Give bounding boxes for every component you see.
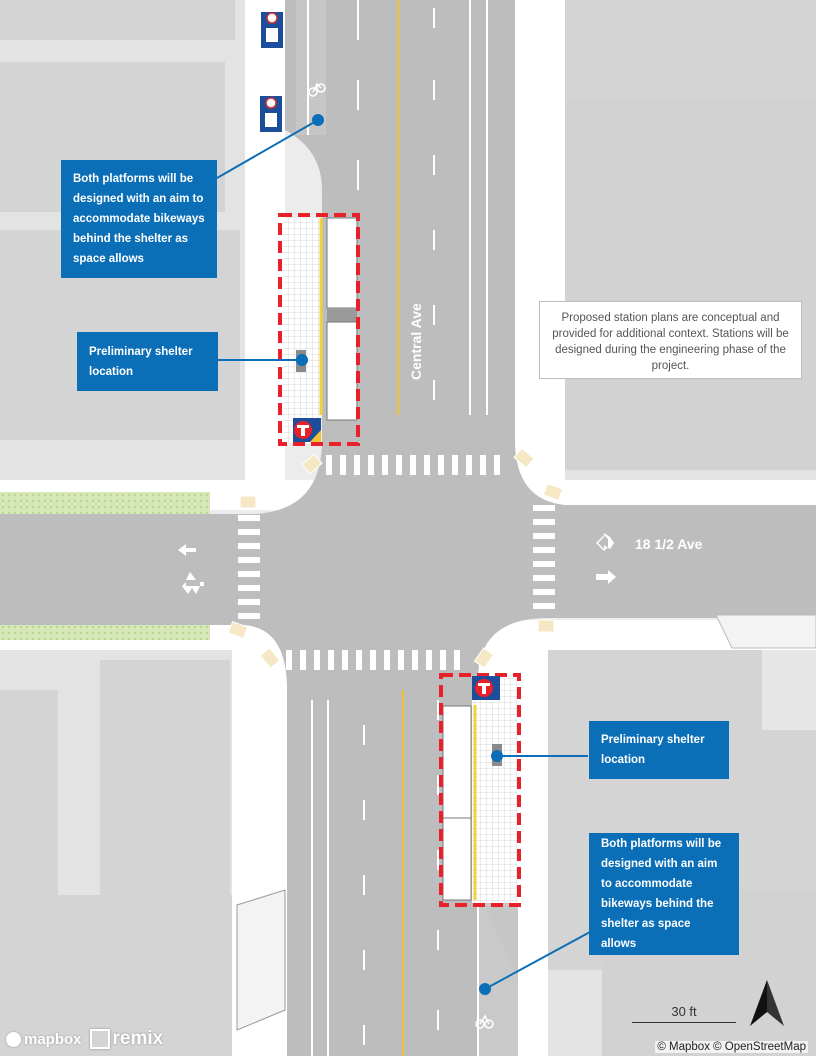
curb-extension (478, 890, 518, 1056)
north-arrow-icon (750, 980, 784, 1026)
crosswalk-south (286, 650, 460, 670)
dashed-lane-markings (357, 0, 439, 1045)
metro-transit-logo-icon (472, 676, 500, 700)
sidewalk (515, 0, 565, 500)
mapbox-logo-icon (6, 1031, 21, 1047)
metro-transit-logo-icon (293, 418, 321, 442)
north-platform (278, 213, 360, 446)
callout-leaders (216, 114, 591, 995)
scale-bar: 30 ft (632, 1004, 736, 1023)
building-outline (236, 889, 286, 1031)
map-attribution[interactable]: © Mapbox © OpenStreetMap (655, 1041, 808, 1053)
callout-shelter-north: Preliminary shelter location (77, 332, 218, 391)
mapbox-logo-text: mapbox (24, 1030, 82, 1048)
remix-logo-text: remix (112, 1028, 164, 1049)
lane-arrow-icon (178, 533, 616, 594)
street-label-18-half-ave: 18 1/2 Ave (635, 536, 703, 552)
crosswalk-north (326, 455, 500, 475)
building (0, 895, 235, 1056)
street-label-central-ave: Central Ave (408, 303, 424, 380)
bike-lane (296, 0, 326, 135)
south-platform (439, 673, 521, 907)
callout-bike-north: Both platforms will be designed with an … (61, 160, 217, 278)
mapbox-logo[interactable]: mapbox (6, 1031, 82, 1048)
building (0, 0, 235, 40)
remix-logo: remix (89, 1028, 164, 1050)
logos: mapbox remix (6, 1028, 163, 1050)
crosswalk-east (533, 505, 555, 609)
building (0, 690, 58, 895)
callout-bike-south: Both platforms will be designed with an … (589, 833, 739, 955)
conceptual-plan-note: Proposed station plans are conceptual an… (539, 301, 802, 379)
building (565, 100, 816, 470)
building-outline (715, 614, 816, 649)
curb-ramps (227, 447, 564, 669)
building (565, 0, 816, 100)
crosswalk-west (238, 515, 260, 619)
building (762, 648, 816, 730)
remix-logo-icon (89, 1029, 110, 1049)
no-parking-accessible-sign-icon (260, 12, 283, 132)
bike-lane-icon (308, 82, 494, 1029)
callout-shelter-south: Preliminary shelter location (589, 721, 729, 779)
green-buffer (0, 492, 210, 514)
